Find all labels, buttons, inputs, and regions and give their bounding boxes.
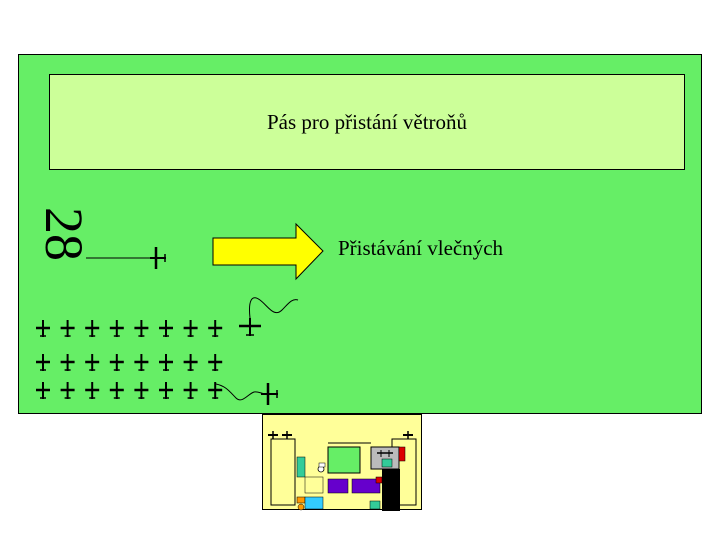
- hangar-layout: [268, 431, 417, 511]
- airplane-icon: [159, 382, 173, 399]
- airplane-icon: [85, 320, 100, 337]
- airplane-icon: [183, 320, 198, 337]
- parked-glider-rows: [36, 320, 223, 399]
- rope-icon: [215, 383, 267, 401]
- airplane-icon: [109, 354, 124, 371]
- landing-tow-plane-icon: [150, 247, 166, 269]
- airplane-icon: [109, 382, 124, 399]
- rope-icon: [249, 297, 299, 319]
- airplane-icon: [60, 320, 75, 337]
- airplane-icon: [60, 382, 75, 399]
- airplane-icon: [60, 354, 75, 371]
- airplane-icon: [134, 320, 149, 337]
- airplane-icon: [134, 354, 149, 371]
- airplane-icon: [134, 382, 149, 399]
- airplane-icon: [36, 320, 50, 337]
- airplane-icon: [208, 354, 223, 371]
- airplane-icon: [183, 382, 198, 399]
- glider-strip-label: Pás pro přistání větroňů: [266, 109, 468, 134]
- glider-landing-strip: Pás pro přistání větroňů: [49, 74, 685, 170]
- airplane-icon: [159, 320, 173, 337]
- arrow-right-icon: [212, 222, 324, 281]
- airplane-icon: [36, 382, 50, 399]
- airplane-icon: [208, 382, 223, 399]
- airplane-icon: [109, 320, 124, 337]
- airplane-icon: [208, 320, 223, 337]
- tow-landing-label: Přistávání vlečných: [338, 236, 504, 260]
- tow-plane-icon: [261, 383, 278, 405]
- tow-plane-icon: [239, 318, 261, 336]
- airplane-icon: [85, 354, 100, 371]
- hangar-area: [262, 414, 422, 511]
- airplane-icon: [159, 354, 173, 371]
- airplane-icon: [85, 382, 100, 399]
- airplane-icon: [36, 354, 50, 371]
- airplane-icon: [183, 354, 198, 371]
